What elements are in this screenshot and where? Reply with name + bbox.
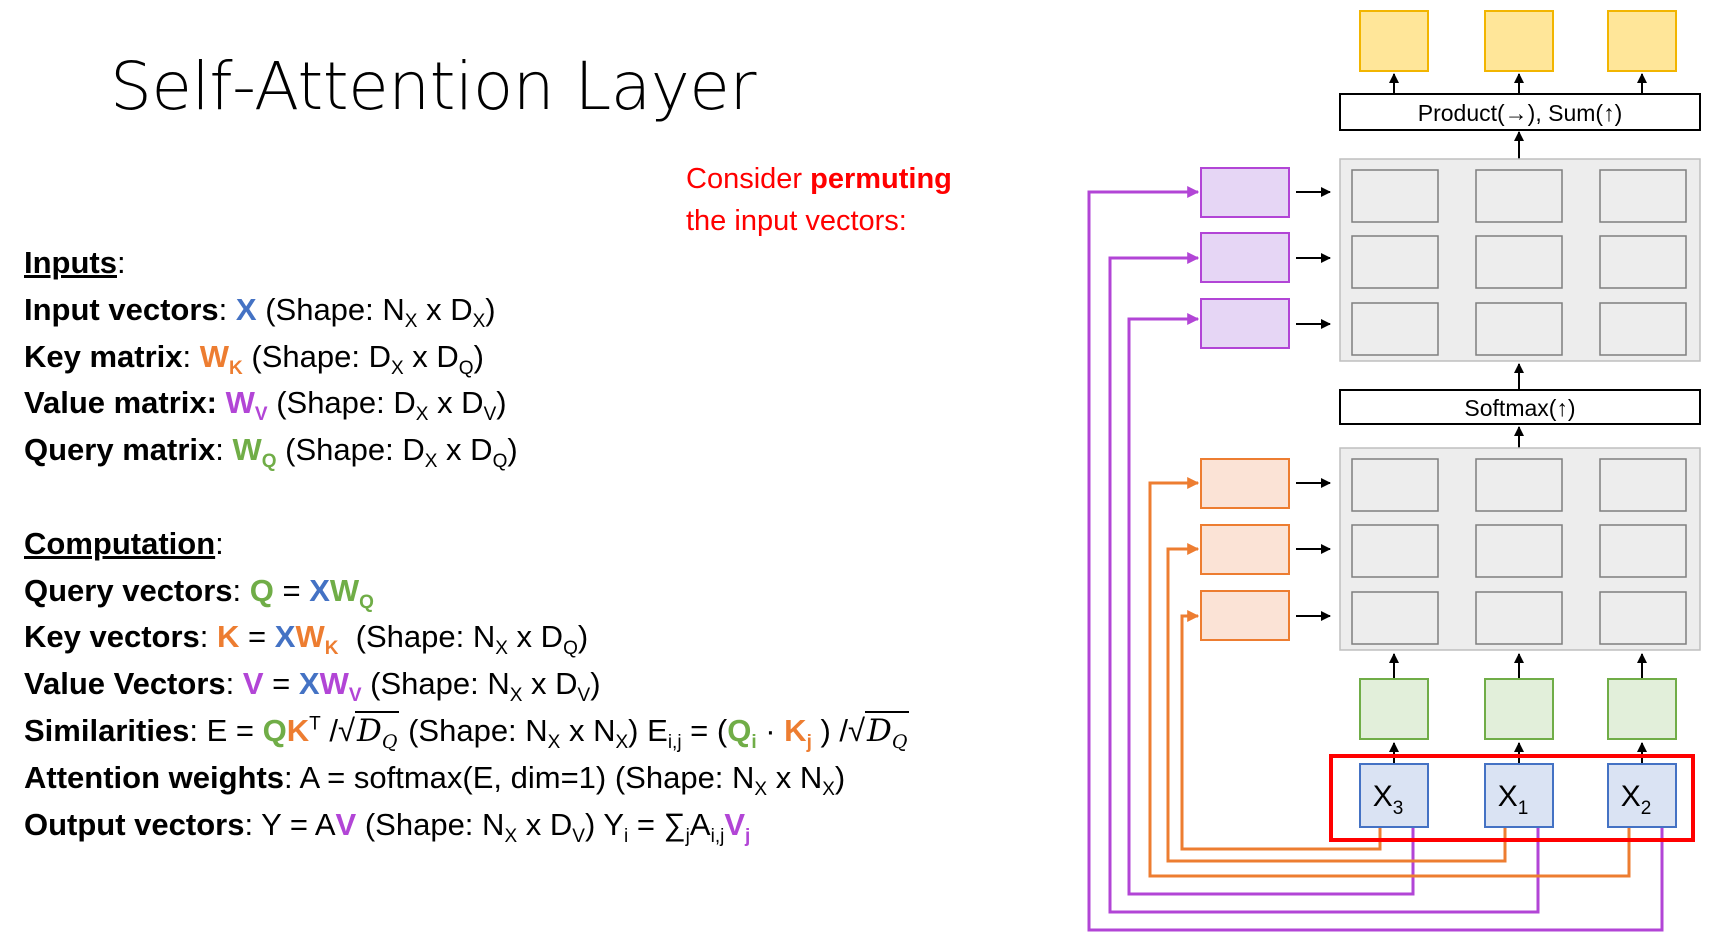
- similarities-row: Similarities: E = QKT /√DQ (Shape: NX x …: [24, 710, 910, 754]
- query-vector-1: [1359, 678, 1429, 740]
- key-route-x1: [1166, 543, 1507, 863]
- output-vector-3: [1607, 10, 1677, 72]
- value-matrix-row: Value matrix: WV (Shape: DX x DV): [24, 385, 507, 426]
- softmax-box: [1339, 389, 1701, 425]
- input-label-x3: X3: [1373, 780, 1404, 819]
- key-route-x3: [1180, 610, 1382, 851]
- key-vectors-row: Key vectors: K = XWK (Shape: NX x DQ): [24, 619, 589, 660]
- output-vectors-row: Output vectors: Y = AV (Shape: NX x DV) …: [24, 806, 751, 847]
- note-emphasis: permuting: [810, 163, 952, 195]
- value-route-x3: [1127, 313, 1415, 896]
- input-vector-x1: [1484, 763, 1554, 828]
- softmax-label: Softmax(↑): [1464, 395, 1575, 421]
- value-vector-1: [1200, 167, 1290, 218]
- computation-heading: Computation:: [24, 525, 224, 561]
- value-route-x1: [1108, 252, 1540, 914]
- value-vector-2: [1200, 232, 1290, 283]
- key-vector-1: [1200, 458, 1290, 509]
- key-vector-3: [1200, 590, 1290, 641]
- value-route-x2: [1087, 186, 1664, 932]
- value-vector-3: [1200, 298, 1290, 349]
- input-label-x2: X2: [1621, 780, 1652, 819]
- inputs-heading: Inputs:: [24, 245, 126, 280]
- input-vector-x3: [1359, 763, 1429, 828]
- product-sum-label: Product(→), Sum(↑): [1418, 100, 1622, 126]
- key-matrix-row: Key matrix: WK (Shape: DX x DQ): [24, 338, 484, 379]
- layer-spec: Inputs: Input vectors: X (Shape: NX x DX…: [24, 240, 910, 848]
- value-vectors-row: Value Vectors: V = XWV (Shape: NX x DV): [24, 666, 601, 707]
- product-sum-box: [1339, 93, 1701, 131]
- attention-weight-cells: [1351, 169, 1687, 356]
- similarity-cells: [1351, 458, 1687, 645]
- permute-note: Consider permuting the input vectors:: [686, 158, 952, 242]
- page-title: Self-Attention Layer: [110, 48, 757, 125]
- permutation-highlight: [1329, 754, 1695, 842]
- input-vector-x2: [1607, 763, 1677, 828]
- query-vector-3: [1607, 678, 1677, 740]
- attention-weights-row: Attention weights: A = softmax(E, dim=1)…: [24, 759, 846, 800]
- key-vector-2: [1200, 524, 1290, 575]
- output-vector-1: [1359, 10, 1429, 72]
- query-vectors-row: Query vectors: Q = XWQ: [24, 572, 374, 613]
- query-vector-2: [1484, 678, 1554, 740]
- key-route-x2: [1148, 477, 1631, 878]
- note-text: Consider: [686, 163, 811, 195]
- output-vector-2: [1484, 10, 1554, 72]
- input-vectors-row: Input vectors: X (Shape: NX x DX): [24, 291, 496, 332]
- note-text-line2: the input vectors:: [686, 205, 907, 237]
- input-label-x1: X1: [1498, 780, 1529, 819]
- query-matrix-row: Query matrix: WQ (Shape: DX x DQ): [24, 432, 518, 473]
